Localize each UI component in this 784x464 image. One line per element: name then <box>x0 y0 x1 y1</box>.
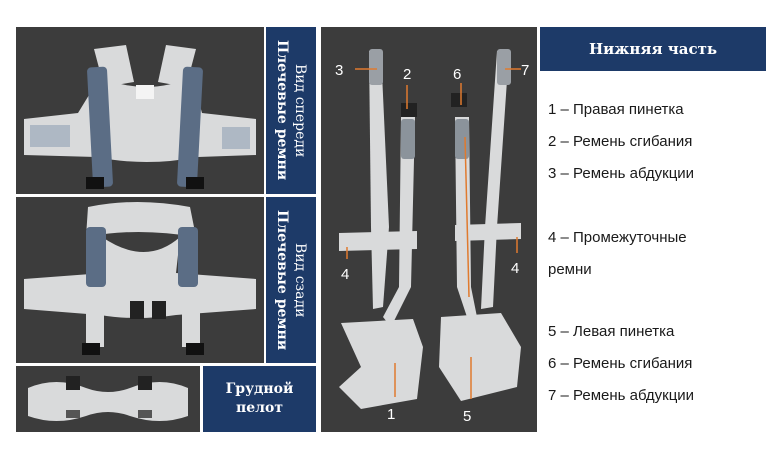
chest-pad-label-line2: пелот <box>235 400 284 416</box>
legend-item-2: 2 – Ремень сгибания <box>548 133 693 150</box>
back-view-label-title: Плечевые ремни <box>274 209 290 351</box>
callout-4-right: 4 <box>511 260 519 277</box>
callout-3: 3 <box>335 62 343 79</box>
chest-pad-label-line1: Грудной <box>225 381 294 397</box>
front-harness-image <box>16 27 264 194</box>
shoulder-straps-front-photo <box>16 27 264 194</box>
chest-pad-label: Грудной пелот <box>203 366 316 432</box>
legend-item-5: 5 – Левая пинетка <box>548 323 675 340</box>
front-view-label-title: Плечевые ремни <box>274 40 290 181</box>
callout-5: 5 <box>463 408 471 425</box>
callout-2: 2 <box>403 66 411 83</box>
callout-4-left: 4 <box>341 266 349 283</box>
callout-1: 1 <box>387 406 395 423</box>
legend-item-4: 4 – Промежуточные <box>548 229 687 246</box>
callout-6: 6 <box>453 66 461 83</box>
legend-item-1: 1 – Правая пинетка <box>548 101 684 118</box>
legend-item-4-cont: ремни <box>548 261 592 278</box>
legend-item-3: 3 – Ремень абдукции <box>548 165 695 182</box>
back-view-label-subtitle: Вид сзади <box>292 242 308 318</box>
legend-body: 1 – Правая пинетка 2 – Ремень сгибания 3… <box>540 71 766 432</box>
back-harness-image <box>16 197 264 363</box>
legend-item-6: 6 – Ремень сгибания <box>548 355 693 372</box>
legend-title-text: Нижняя часть <box>588 40 718 58</box>
legend-title: Нижняя часть <box>540 27 766 71</box>
chest-pad-image <box>16 366 200 432</box>
front-view-label-subtitle: Вид спереди <box>292 63 308 158</box>
lower-part-photo: 3 2 6 7 4 4 1 5 <box>321 27 537 432</box>
chest-pad-photo <box>16 366 200 432</box>
back-view-label: Плечевые ремни Вид сзади <box>266 197 316 363</box>
callout-7: 7 <box>521 62 529 79</box>
front-view-label: Плечевые ремни Вид спереди <box>266 27 316 194</box>
legend-item-7: 7 – Ремень абдукции <box>548 387 695 404</box>
shoulder-straps-back-photo <box>16 197 264 363</box>
lower-part-image: 3 2 6 7 4 4 1 5 <box>321 27 537 432</box>
